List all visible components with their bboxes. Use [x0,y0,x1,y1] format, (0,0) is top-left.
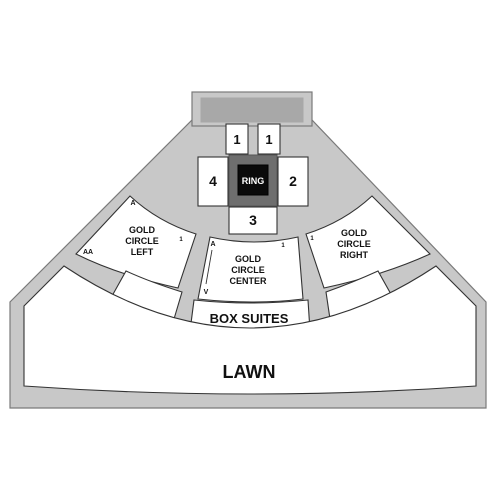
section-1-left[interactable]: 1 [225,123,249,155]
gold-center-line1: GOLD [235,254,261,264]
ring-label: RING [242,176,265,186]
gold-center-row-v: V [204,289,209,296]
section-gold-circle-left[interactable]: GOLD CIRCLE LEFT A AA 1 [75,195,197,289]
section-3-label: 3 [249,212,257,228]
gold-left-line3: LEFT [131,247,154,257]
gold-left-seat-1: 1 [179,237,183,243]
gold-right-seat-1: 1 [310,236,314,242]
gold-center-row-arrow [205,249,213,285]
gold-center-line3: CENTER [229,276,267,286]
gold-right-line3: RIGHT [340,250,369,260]
gold-right-line2: CIRCLE [337,239,371,249]
box-suites-label: BOX SUITES [210,311,289,326]
gold-left-row-aa: AA [83,249,93,256]
ring[interactable]: RING [228,154,278,207]
lawn-label: LAWN [223,362,276,382]
section-2[interactable]: 2 [277,156,309,207]
ring-box[interactable] [237,164,269,196]
gold-center-row-a: A [210,241,215,248]
gold-right-line1: GOLD [341,228,367,238]
section-gold-circle-right[interactable]: GOLD CIRCLE RIGHT 1 [305,195,431,289]
section-1-right[interactable]: 1 [257,123,281,155]
gold-center-line2: CIRCLE [231,265,265,275]
section-4[interactable]: 4 [197,156,229,207]
section-4-label: 4 [209,173,217,189]
gold-center-seat-1: 1 [281,243,285,249]
gold-left-line1: GOLD [129,225,155,235]
section-3[interactable]: 3 [228,206,278,235]
gold-left-line2: CIRCLE [125,236,159,246]
section-gold-circle-center[interactable]: GOLD CIRCLE CENTER A V 1 [197,236,304,303]
stage-screen [200,97,304,123]
section-1-left-label: 1 [233,132,240,147]
section-1-right-label: 1 [265,132,272,147]
gold-left-row-a: A [130,200,135,207]
section-lawn[interactable]: LAWN [23,265,477,395]
section-2-label: 2 [289,173,297,189]
